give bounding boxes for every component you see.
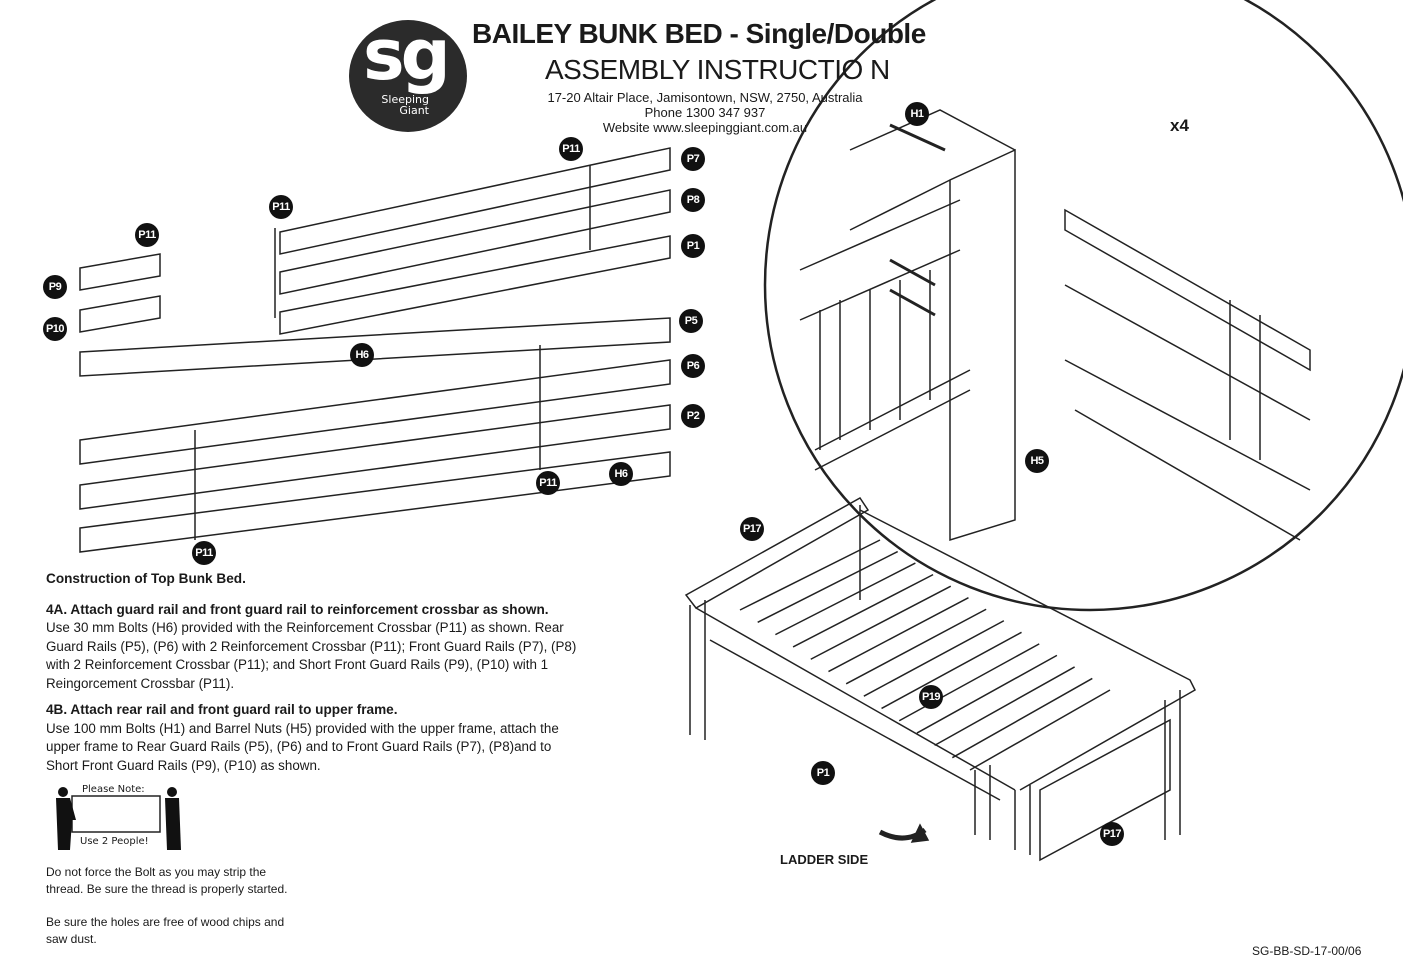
logo-mark: sg: [363, 14, 451, 96]
part-callout: P2: [681, 404, 705, 428]
part-callout: P11: [135, 223, 159, 247]
part-callout: P19: [919, 685, 943, 709]
part-callout: H1: [905, 102, 929, 126]
part-callout: P11: [559, 137, 583, 161]
part-callout: P8: [681, 188, 705, 212]
two-people-carrying-icon: [56, 787, 181, 850]
bed-slat: [845, 608, 987, 685]
bed-slat: [757, 550, 899, 623]
tip: Do not force the Bolt as you may strip t…: [46, 865, 288, 896]
document-subtitle: ASSEMBLY INSTRUCTIO N: [545, 54, 890, 85]
part-callout: P11: [536, 471, 560, 495]
bed-slat: [863, 620, 1005, 697]
bed-slat: [775, 562, 916, 636]
tip: Be sure the holes are free of wood chips…: [46, 915, 285, 946]
part-callout: P5: [679, 309, 703, 333]
part-callout: P7: [681, 147, 705, 171]
part-callout: P9: [43, 275, 67, 299]
rail: [279, 235, 671, 335]
part-callout: P11: [192, 541, 216, 565]
part-callout: P10: [43, 317, 67, 341]
part-callout: P11: [269, 195, 293, 219]
company-contact: 17-20 Altair Place, Jamisontown, NSW, 27…: [520, 90, 890, 135]
rail: [79, 359, 671, 465]
bed-slat: [881, 631, 1022, 710]
bed-slat: [810, 585, 952, 660]
part-callout: P1: [811, 761, 835, 785]
phone: Phone 1300 347 937: [644, 105, 766, 120]
instructions: Construction of Top Bunk Bed. 4A. Attach…: [46, 570, 586, 783]
part-callout: P17: [1100, 822, 1124, 846]
part-callout: P17: [740, 517, 764, 541]
step-4a-title: 4A. Attach guard rail and front guard ra…: [46, 601, 549, 617]
rail: [279, 147, 671, 255]
rail: [79, 404, 671, 510]
part-callout: H6: [609, 462, 633, 486]
part-callout: P6: [681, 354, 705, 378]
bed-slat: [934, 666, 1075, 747]
bed-slat: [828, 597, 969, 673]
address: 17-20 Altair Place, Jamisontown, NSW, 27…: [547, 90, 863, 105]
note-title: Please Note:: [82, 784, 145, 795]
bed-slat: [969, 689, 1111, 771]
document-title: BAILEY BUNK BED - Single/Double: [472, 18, 926, 49]
rail: [79, 253, 161, 291]
ladder-side-label: LADDER SIDE: [780, 852, 869, 867]
bed-slat: [739, 539, 881, 611]
magnified-detail-circle: [763, 0, 1403, 612]
bed-slat: [951, 677, 1093, 759]
document-code: SG-BB-SD-17-00/06: [1252, 944, 1362, 958]
note-text: Use 2 People!: [80, 836, 149, 847]
please-note-box: Please Note: Use 2 People!: [46, 784, 186, 850]
rail: [279, 189, 671, 295]
part-callout: P1: [681, 234, 705, 258]
step-4b-body: Use 100 mm Bolts (H1) and Barrel Nuts (H…: [46, 720, 559, 773]
section-heading: Construction of Top Bunk Bed.: [46, 571, 246, 586]
part-callout: H5: [1025, 449, 1049, 473]
rail: [79, 451, 671, 553]
rail: [79, 295, 161, 333]
step-4a-body: Use 30 mm Bolts (H6) provided with the R…: [46, 620, 577, 691]
bed-slat: [792, 573, 934, 648]
part-callout: H6: [350, 343, 374, 367]
quantity-label: x4: [1170, 116, 1189, 135]
bed-slat: [898, 643, 1040, 722]
step-4b-title: 4B. Attach rear rail and front guard rai…: [46, 702, 398, 717]
rail: [79, 317, 671, 377]
bed-slat: [916, 654, 1058, 734]
tips: Do not force the Bolt as you may strip t…: [46, 864, 306, 964]
guard-rails-exploded-view: [79, 147, 671, 553]
website: Website www.sleepinggiant.com.au: [602, 120, 808, 135]
bed-frame-illustration: [684, 497, 1196, 862]
